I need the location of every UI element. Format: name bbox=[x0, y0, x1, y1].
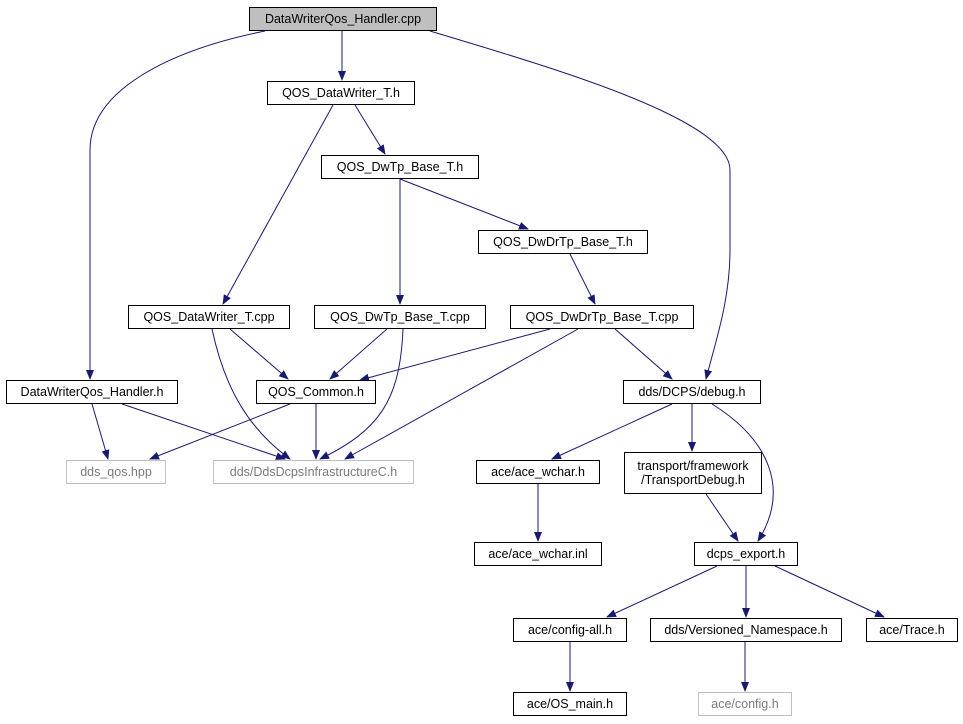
node-ace-wchar-inl[interactable]: ace/ace_wchar.inl bbox=[474, 542, 602, 566]
node-transport-debug-h-line2: /TransportDebug.h bbox=[641, 473, 745, 487]
node-qos-datawriter-t-h[interactable]: QOS_DataWriter_T.h bbox=[267, 81, 415, 105]
edge-dcps-export-h-to-ace-trace-h bbox=[774, 565, 885, 618]
node-ace-wchar-h[interactable]: ace/ace_wchar.h bbox=[476, 460, 600, 484]
node-dcps-export-h[interactable]: dcps_export.h bbox=[694, 542, 798, 566]
node-ace-trace-h[interactable]: ace/Trace.h bbox=[866, 618, 958, 642]
node-ace-config-h: ace/config.h bbox=[698, 692, 792, 716]
node-qos-common-h[interactable]: QOS_Common.h bbox=[256, 380, 376, 404]
edge-qos-datawriter-t-cpp-to-qos-common-h bbox=[229, 328, 289, 380]
edge-dds-dcps-debug-h-to-ace-wchar-h bbox=[551, 403, 673, 460]
edge-datawriterqos-handler-h-to-dds-qos-hpp bbox=[91, 403, 110, 460]
node-qos-dwtp-base-t-h[interactable]: QOS_DwTp_Base_T.h bbox=[321, 155, 479, 179]
edge-qos-dwdrtp-base-t-cpp-to-dds-dcps-debug-h bbox=[614, 328, 673, 380]
edge-qos-dwdrtp-base-t-cpp-to-infrastructure bbox=[344, 328, 579, 460]
node-dds-qos-hpp: dds_qos.hpp bbox=[66, 460, 166, 484]
edge-qos-dwdrtp-base-t-h-to-qos-dwdrtp-base-t-cpp bbox=[569, 253, 596, 305]
node-ace-config-all-h[interactable]: ace/config-all.h bbox=[513, 618, 627, 642]
node-datawriterqos-handler-cpp[interactable]: DataWriterQos_Handler.cpp bbox=[249, 7, 437, 31]
edge-qos-dwtp-base-t-cpp-to-infrastructure bbox=[319, 328, 404, 460]
edge-qos-common-h-to-dds-qos-hpp bbox=[149, 403, 291, 460]
edge-root-to-dds-dcps-debug-h bbox=[429, 30, 731, 380]
node-qos-dwdrtp-base-t-cpp[interactable]: QOS_DwDrTp_Base_T.cpp bbox=[510, 305, 694, 329]
edge-qos-dwdrtp-base-t-cpp-to-qos-common-h bbox=[359, 328, 551, 382]
node-transport-debug-h[interactable]: transport/framework /TransportDebug.h bbox=[624, 452, 762, 494]
node-dds-dcps-infrastructure-c-h: dds/DdsDcpsInfrastructureC.h bbox=[213, 460, 414, 484]
node-qos-dwdrtp-base-t-h[interactable]: QOS_DwDrTp_Base_T.h bbox=[478, 230, 648, 254]
node-transport-debug-h-line1: transport/framework bbox=[637, 459, 749, 473]
edge-datawriterqos-handler-h-to-infrastructure bbox=[121, 403, 286, 460]
node-dds-versioned-namespace-h[interactable]: dds/Versioned_Namespace.h bbox=[650, 618, 842, 642]
edge-dds-dcps-debug-h-to-dcps-export-h bbox=[711, 403, 774, 542]
node-qos-dwtp-base-t-cpp[interactable]: QOS_DwTp_Base_T.cpp bbox=[314, 305, 486, 329]
node-dds-dcps-debug-h[interactable]: dds/DCPS/debug.h bbox=[623, 380, 761, 404]
edge-qos-datawriter-t-h-to-qos-datawriter-t-cpp bbox=[222, 104, 334, 305]
edge-transport-debug-h-to-dcps-export-h bbox=[705, 493, 739, 542]
node-qos-datawriter-t-cpp[interactable]: QOS_DataWriter_T.cpp bbox=[128, 305, 290, 329]
edge-qos-dwtp-base-t-cpp-to-qos-common-h bbox=[329, 328, 388, 380]
edge-dcps-export-h-to-ace-config-all-h bbox=[606, 565, 718, 618]
edge-qos-datawriter-t-h-to-qos-dwtp-base-t-h bbox=[354, 104, 386, 155]
edge-qos-datawriter-t-cpp-to-infrastructure bbox=[211, 328, 291, 460]
node-datawriterqos-handler-h[interactable]: DataWriterQos_Handler.h bbox=[6, 380, 178, 404]
edge-root-to-datawriterqos-handler-h bbox=[86, 30, 266, 380]
node-ace-os-main-h[interactable]: ace/OS_main.h bbox=[513, 692, 627, 716]
edge-qos-dwtp-base-t-h-to-qos-dwdrtp-base-t-h bbox=[399, 178, 529, 230]
